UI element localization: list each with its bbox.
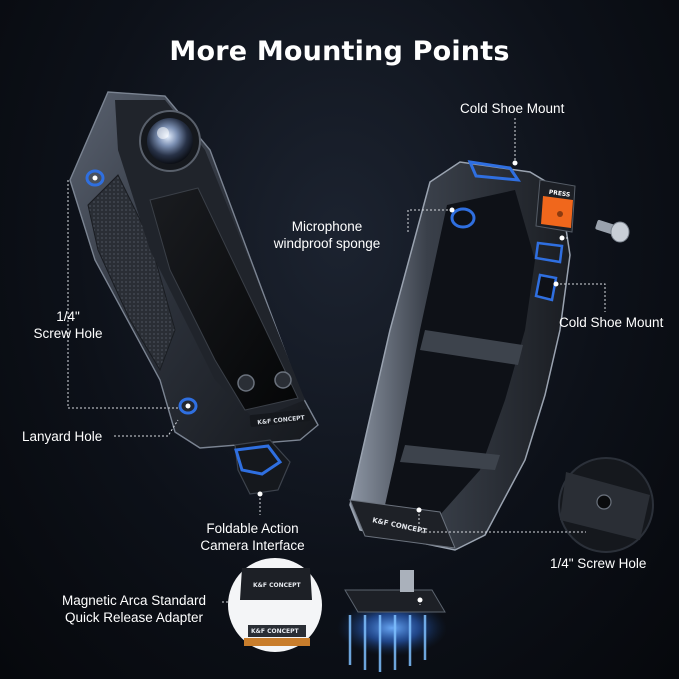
adapter-bottom-brand: K&F CONCEPT: [251, 628, 299, 635]
camera-cage-right: [349, 160, 576, 551]
label-microphone-line2: windproof sponge: [273, 236, 381, 251]
label-screw-hole-left-line2: Screw Hole: [33, 326, 103, 341]
label-microphone-line1: Microphone: [291, 219, 363, 234]
label-magnetic-line1: Magnetic Arca Standard: [61, 593, 207, 608]
label-foldable-line2: Camera Interface: [200, 538, 305, 553]
thumb-screw: [595, 219, 630, 243]
leader-lines: [67, 118, 606, 605]
leader-dots: [92, 160, 565, 603]
label-cold-shoe-side: Cold Shoe Mount: [559, 315, 664, 330]
label-screw-hole-right: 1/4" Screw Hole: [550, 556, 647, 571]
label-screw-hole-left: 1/4" Screw Hole: [20, 308, 116, 342]
adapter-detail-circle: [228, 558, 322, 652]
label-foldable-interface: Foldable Action Camera Interface: [185, 520, 320, 554]
label-lanyard-hole: Lanyard Hole: [22, 429, 103, 444]
label-magnetic-line2: Quick Release Adapter: [64, 610, 204, 625]
label-microphone-sponge: Microphone windproof sponge: [262, 218, 392, 252]
screw-hole-detail-circle: [558, 457, 654, 553]
camera-cage-left: [69, 91, 319, 495]
label-cold-shoe-top: Cold Shoe Mount: [460, 101, 565, 116]
page-title: More Mounting Points: [169, 36, 510, 67]
label-foldable-line1: Foldable Action: [206, 521, 299, 536]
label-magnetic-adapter: Magnetic Arca Standard Quick Release Ada…: [46, 592, 222, 626]
adapter-top-brand: K&F CONCEPT: [253, 582, 301, 589]
label-screw-hole-left-line1: 1/4": [56, 309, 80, 324]
quick-release-plate: [337, 570, 447, 672]
press-latch-label: PRESS: [548, 189, 570, 199]
